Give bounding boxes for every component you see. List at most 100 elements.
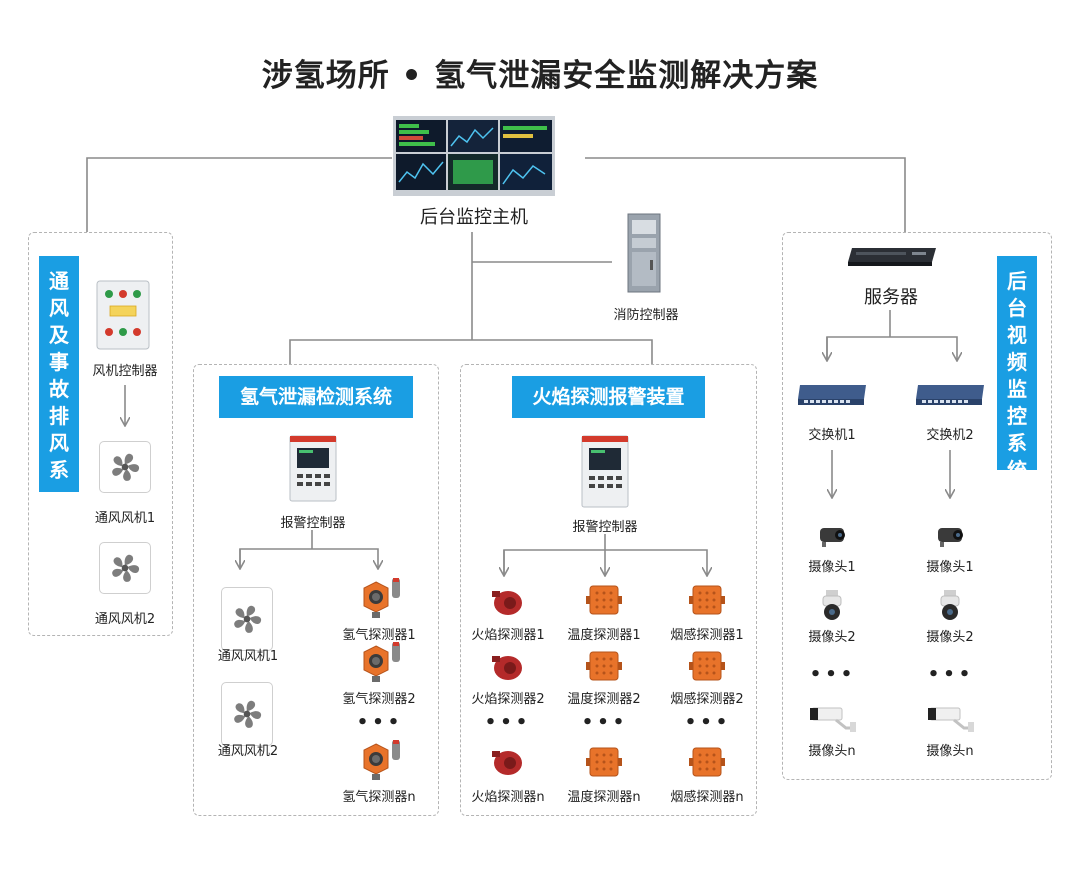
- dome-camera-icon: [822, 590, 842, 620]
- ventilation-section: [28, 232, 173, 636]
- flame-section-label: 火焰探测报警装置: [512, 376, 705, 418]
- box-camera-icon: [810, 707, 856, 732]
- switch-1-label: 交换机1: [808, 428, 856, 443]
- server-label: 服务器: [864, 287, 918, 308]
- video-section-label: 后台视频监控系统: [997, 256, 1037, 482]
- hydrogen-detector-n-label: 氢气探测器n: [342, 790, 416, 805]
- bullet-camera-icon: [820, 528, 845, 547]
- monitor-wall-icon: [393, 116, 555, 196]
- fan-controller-image: [96, 280, 150, 350]
- smoke-ellipsis: •••: [684, 712, 732, 733]
- camera-1-2-label: 摄像头2: [808, 630, 856, 645]
- hydrogen-detector-2-label: 氢气探测器2: [342, 692, 416, 707]
- flame-detector-icon: [492, 591, 522, 615]
- cabinet-icon: [627, 213, 661, 293]
- camera-1-2: [818, 588, 846, 622]
- camera-2-1: [934, 522, 968, 548]
- hydrogen-ellipsis: •••: [356, 712, 404, 733]
- flame-detector-icon: [492, 656, 522, 680]
- fan-icon: [112, 554, 140, 582]
- hydrogen-alarm-controller-image: [289, 432, 337, 502]
- smoke-detector-n-label: 烟感探测器n: [670, 790, 744, 805]
- hydrogen-fan-2-label: 通风风机2: [217, 744, 279, 759]
- ventilation-section-label: 通风及事故排风系: [39, 256, 79, 492]
- temp-detector-1-label: 温度探测器1: [567, 628, 641, 643]
- fire-controller-image: [626, 212, 662, 294]
- camera-2-ellipsis: •••: [927, 664, 975, 685]
- hydrogen-section: [193, 364, 439, 816]
- camera-2-n: [928, 702, 976, 732]
- hydrogen-fan-1: [221, 587, 273, 651]
- temp-detector-2: [586, 650, 622, 682]
- flame-detector-1-label: 火焰探测器1: [471, 628, 545, 643]
- alarm-controller-icon: [581, 435, 629, 508]
- temp-ellipsis: •••: [581, 712, 629, 733]
- smoke-detector-icon: [689, 651, 725, 681]
- flame-detector-icon: [492, 751, 522, 775]
- control-box-icon: [96, 280, 150, 350]
- camera-1-1-label: 摄像头1: [808, 560, 856, 575]
- gas-detector-icon: [363, 642, 400, 682]
- temperature-detector-icon: [586, 747, 622, 777]
- flame-detector-n: [488, 743, 524, 777]
- vent-fan-2: [99, 542, 151, 594]
- flame-detector-n-label: 火焰探测器n: [471, 790, 545, 805]
- temp-detector-n: [586, 746, 622, 778]
- switch-2-image: [914, 383, 986, 407]
- temp-detector-2-label: 温度探测器2: [567, 692, 641, 707]
- host-monitor-image: [393, 116, 555, 196]
- flame-detector-2-label: 火焰探测器2: [471, 692, 545, 707]
- camera-2-2-label: 摄像头2: [926, 630, 974, 645]
- fan-icon: [234, 605, 262, 633]
- camera-1-n: [810, 702, 858, 732]
- temperature-detector-icon: [586, 651, 622, 681]
- flame-alarm-controller-label: 报警控制器: [572, 520, 638, 535]
- temperature-detector-icon: [586, 585, 622, 615]
- video-section: [782, 232, 1052, 780]
- smoke-detector-1: [689, 584, 725, 616]
- gas-detector-icon: [363, 740, 400, 780]
- bullet-camera-icon: [938, 528, 963, 547]
- fan-controller-label: 风机控制器: [92, 364, 158, 379]
- flame-alarm-controller-image: [581, 432, 629, 508]
- camera-2-n-label: 摄像头n: [926, 744, 974, 759]
- camera-2-1-label: 摄像头1: [926, 560, 974, 575]
- vent-fan-2-label: 通风风机2: [94, 612, 156, 627]
- gas-detector-icon: [363, 578, 400, 618]
- flame-detector-2: [488, 648, 524, 682]
- hydrogen-section-label: 氢气泄漏检测系统: [219, 376, 413, 418]
- flame-detector-1: [488, 583, 524, 617]
- vent-fan-1-label: 通风风机1: [94, 511, 156, 526]
- hydrogen-alarm-controller-label: 报警控制器: [280, 516, 346, 531]
- camera-1-ellipsis: •••: [809, 664, 857, 685]
- network-switch-icon: [798, 385, 866, 405]
- camera-2-2: [936, 588, 964, 622]
- smoke-detector-n: [689, 746, 725, 778]
- hydrogen-fan-2: [221, 682, 273, 746]
- hydrogen-fan-1-label: 通风风机1: [217, 649, 279, 664]
- fan-icon: [234, 700, 262, 728]
- temp-detector-n-label: 温度探测器n: [567, 790, 641, 805]
- host-label: 后台监控主机: [420, 207, 528, 228]
- hydrogen-detector-1: [356, 576, 408, 620]
- smoke-detector-icon: [689, 585, 725, 615]
- page-title: 涉氢场所 • 氢气泄漏安全监测解决方案: [261, 58, 819, 94]
- hydrogen-detector-n: [356, 738, 408, 782]
- network-switch-icon: [916, 385, 984, 405]
- camera-1-n-label: 摄像头n: [808, 744, 856, 759]
- temp-detector-1: [586, 584, 622, 616]
- fire-controller-label: 消防控制器: [613, 308, 679, 323]
- hydrogen-detector-1-label: 氢气探测器1: [342, 628, 416, 643]
- fan-icon: [112, 453, 140, 481]
- server-image: [846, 246, 938, 268]
- server-icon: [848, 248, 936, 266]
- box-camera-icon: [928, 707, 974, 732]
- dome-camera-icon: [940, 590, 960, 620]
- alarm-controller-icon: [289, 435, 337, 502]
- flame-ellipsis: •••: [484, 712, 532, 733]
- smoke-detector-icon: [689, 747, 725, 777]
- hydrogen-detector-2: [356, 640, 408, 684]
- smoke-detector-1-label: 烟感探测器1: [670, 628, 744, 643]
- vent-fan-1: [99, 441, 151, 493]
